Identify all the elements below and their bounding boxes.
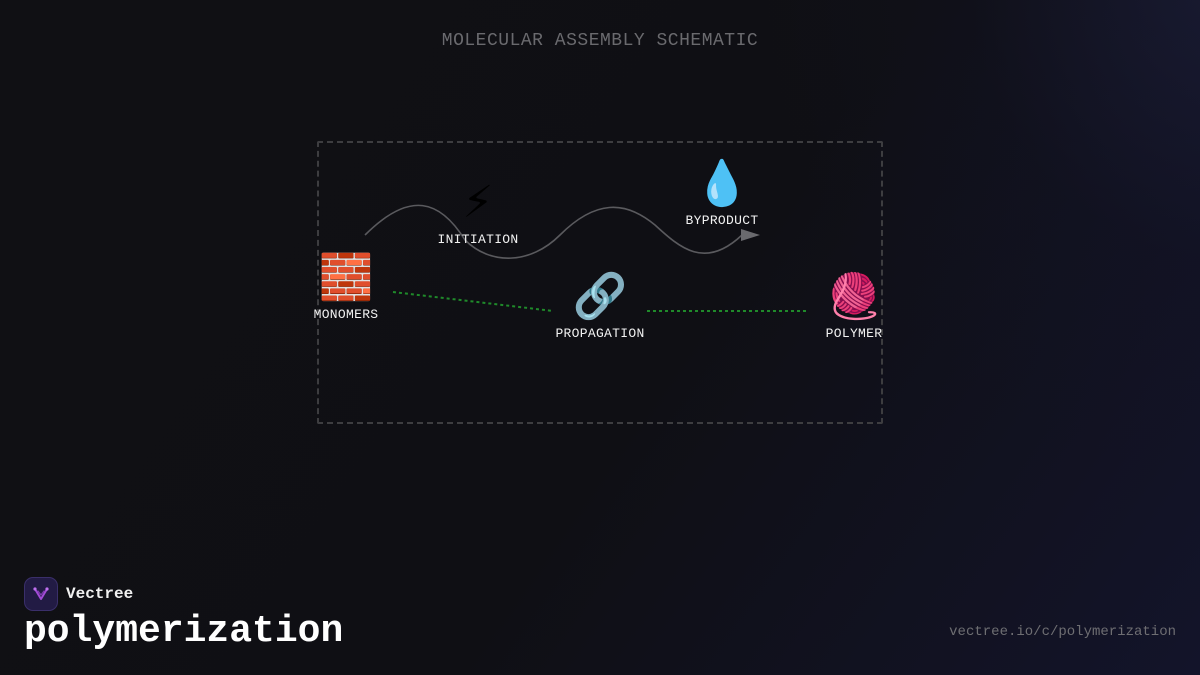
droplet-icon: 💧	[694, 158, 750, 209]
yarn-ball-icon: 🧶	[826, 271, 882, 322]
chain-link-icon: 🔗	[572, 271, 628, 322]
node-propagation: 🔗 PROPAGATION	[540, 271, 660, 342]
connector-arrowhead	[741, 229, 760, 241]
vectree-logo-icon	[24, 577, 58, 611]
brand[interactable]: Vectree	[24, 577, 133, 611]
topic-title: polymerization	[24, 610, 344, 653]
connector-monomers-to-byproduct	[364, 204, 743, 259]
node-byproduct: 💧 BYPRODUCT	[662, 158, 782, 229]
node-label-byproduct: BYPRODUCT	[685, 213, 759, 228]
node-label-polymer: POLYMER	[825, 326, 883, 341]
assembly-frame	[317, 141, 883, 424]
node-monomers: 🧱 MONOMERS	[286, 252, 406, 323]
node-polymer: 🧶 POLYMER	[794, 271, 914, 342]
node-initiation: ⚡ INITIATION	[418, 177, 538, 248]
brick-icon: 🧱	[318, 252, 374, 303]
diagram-title: MOLECULAR ASSEMBLY SCHEMATIC	[441, 31, 759, 51]
node-label-propagation: PROPAGATION	[555, 326, 645, 341]
source-url-link[interactable]: vectree.io/c/polymerization	[949, 624, 1176, 640]
lightning-icon: ⚡	[462, 177, 494, 228]
node-label-initiation: INITIATION	[437, 232, 519, 247]
node-label-monomers: MONOMERS	[313, 307, 379, 322]
connector-monomers-to-propagation	[392, 291, 554, 312]
brand-name: Vectree	[66, 585, 134, 603]
